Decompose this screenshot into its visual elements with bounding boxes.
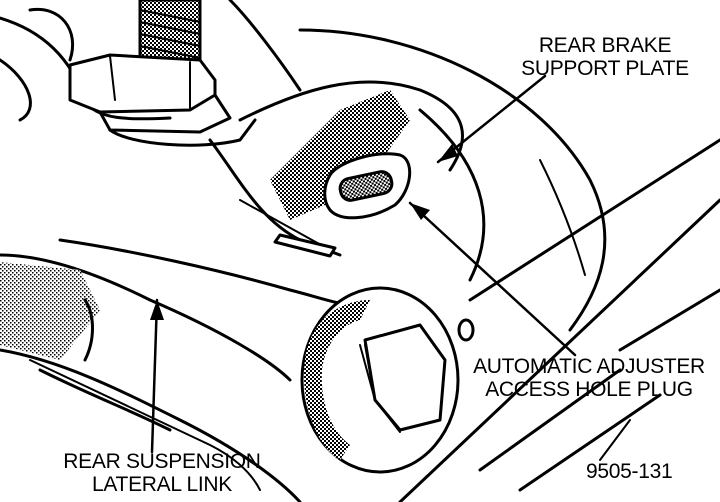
upper-body-curve: [0, 58, 32, 122]
lateral-link-label-line1: REAR SUSPENSION: [63, 450, 261, 473]
nut: [68, 53, 217, 114]
bushing-shaded-ring: [304, 300, 370, 460]
upper-right-body: [228, 0, 302, 92]
link-arm-bottom: [0, 348, 302, 502]
brake-plate-label: REAR BRAKE SUPPORT PLATE: [520, 34, 690, 80]
bracket-diagonal: [468, 138, 720, 302]
brake-plate-inner: [418, 108, 486, 282]
upper-left-curve: [28, 7, 75, 62]
leader-figure: [599, 419, 631, 461]
adjuster-plug-label-line2: ACCESS HOLE PLUG: [485, 378, 693, 401]
arrow-adjuster: [410, 203, 430, 220]
brake-plate-label-line1: REAR BRAKE: [538, 34, 672, 57]
arrow-brake-plate: [438, 144, 458, 162]
brake-plate-outer: [298, 28, 607, 332]
leader-lateral-link: [150, 298, 159, 454]
link-arm-top: [0, 253, 292, 382]
small-hole: [457, 318, 475, 342]
threaded-stud: [138, 0, 202, 62]
leader-adjuster: [408, 201, 577, 357]
adjuster-plug-slot: [338, 170, 394, 202]
brake-plate-label-line2: SUPPORT PLATE: [521, 57, 689, 80]
support-plate-surface: [238, 80, 464, 172]
shaded-backing: [270, 90, 410, 220]
arrow-lateral-link: [150, 300, 164, 320]
lateral-link-label: REAR SUSPENSION LATERAL LINK: [52, 450, 272, 496]
lateral-link-label-line2: LATERAL LINK: [92, 473, 232, 496]
adjuster-plug-label-line1: AUTOMATIC ADJUSTER: [473, 355, 705, 378]
leader-brake-plate: [436, 74, 547, 164]
figure-number: 9505-131: [586, 460, 673, 483]
link-end-dots: [0, 262, 100, 360]
adjuster-plug-label: AUTOMATIC ADJUSTER ACCESS HOLE PLUG: [464, 355, 714, 401]
